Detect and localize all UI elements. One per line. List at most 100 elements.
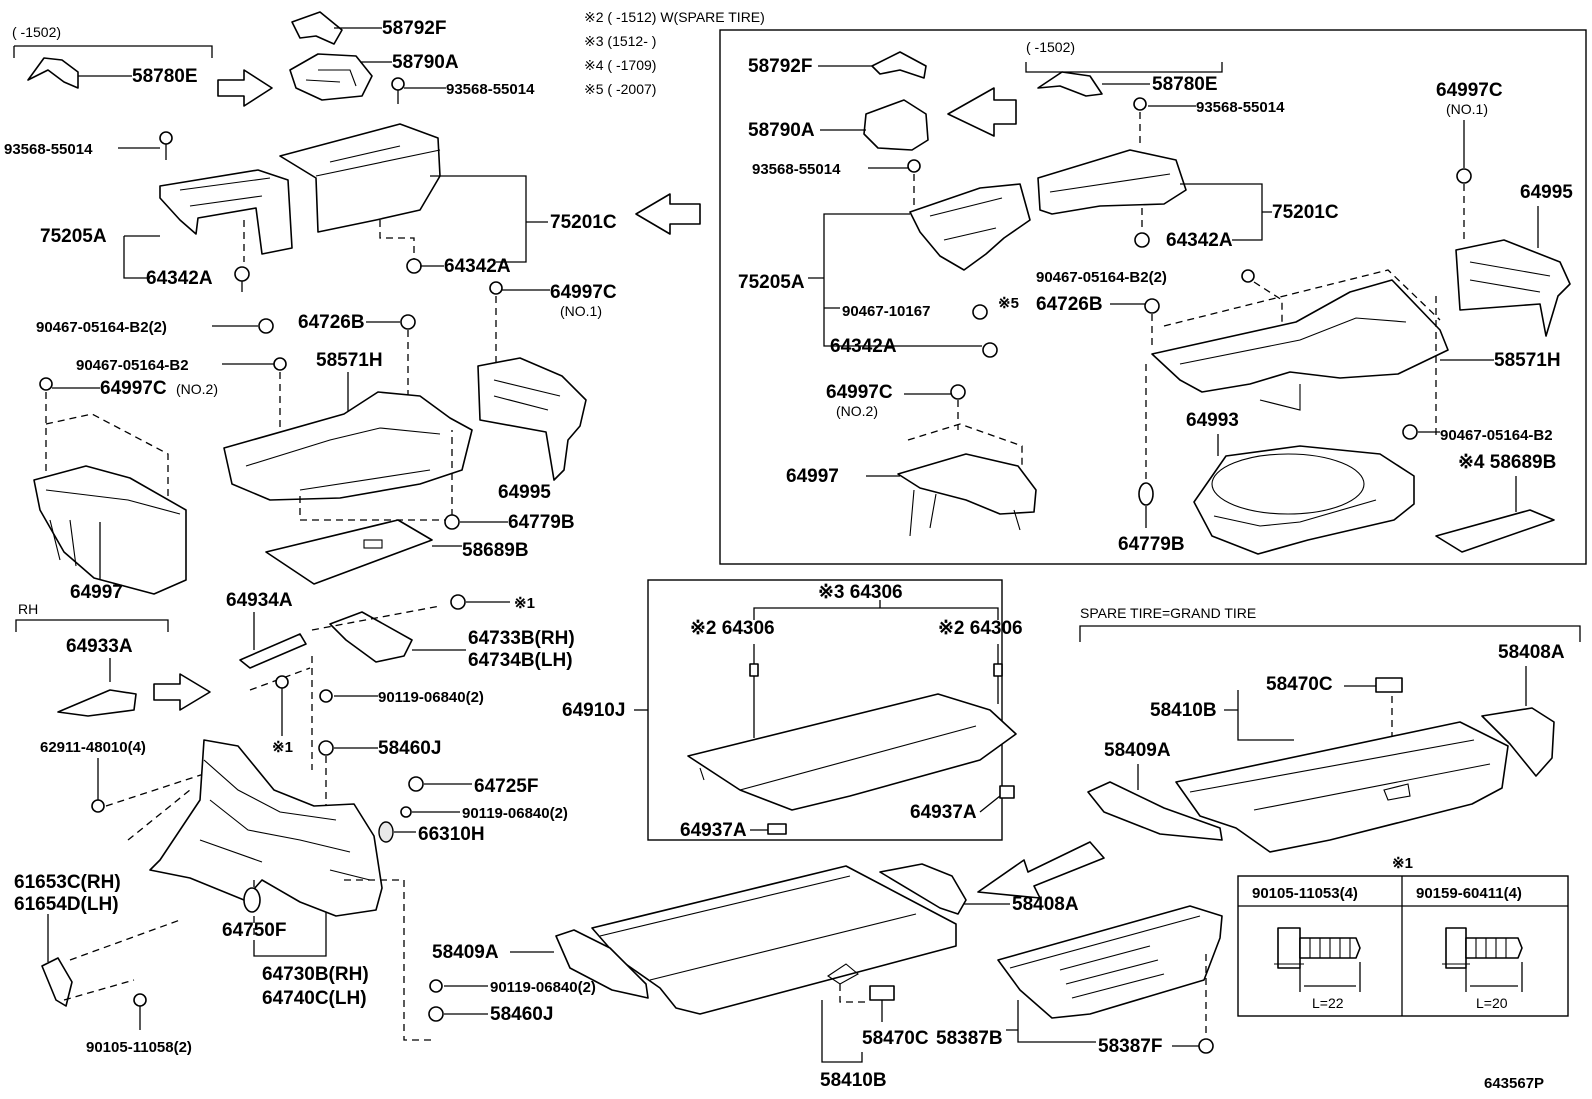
- clip-64937A-l: [767, 823, 787, 835]
- label-58790A: 58790A: [392, 52, 459, 73]
- part-75201C-r-detail: [1049, 173, 1171, 193]
- label-64779B: 64779B: [508, 512, 575, 533]
- screw-90467-10167: [972, 304, 988, 320]
- label-58410B-b: 58410B: [820, 1070, 887, 1091]
- dash-58460J-a: [311, 656, 327, 820]
- mark5: ※5: [998, 295, 1019, 312]
- label-64997-r: 64997: [786, 466, 839, 487]
- part-64993-shape: [1193, 445, 1415, 555]
- arrow-left-icon-2: [947, 87, 1017, 137]
- part-58410B-top-detail: [1189, 739, 1491, 811]
- label-58408A-mid: 58408A: [1012, 894, 1079, 915]
- bolt-90105-11058: [133, 993, 147, 1007]
- label-64993: 64993: [1186, 410, 1239, 431]
- part-75205A-r-shape: [909, 183, 1031, 271]
- bolt2-thread: [1475, 938, 1507, 958]
- leader-75201C-r: [1180, 183, 1272, 241]
- nut-90119-c: [429, 979, 443, 993]
- label-61653C: 61653C(RH): [14, 872, 121, 893]
- bolt2-label: 90159-60411(4): [1416, 885, 1522, 902]
- bolt-62911: [91, 799, 105, 813]
- part-64910J-shape: [687, 693, 1017, 811]
- label-93568-left: 93568-55014: [4, 141, 93, 158]
- label-62911: 62911-48010(4): [40, 739, 146, 756]
- clip-64937A-r: [999, 785, 1015, 799]
- label-64726B: 64726B: [298, 312, 365, 333]
- label-90467-b2: 90467-05164-B2: [76, 357, 189, 374]
- arrow-left-icon: [635, 193, 701, 235]
- top-left-cluster: ( -1502) 58780E 58792F 58790A 93568-5501…: [4, 11, 701, 292]
- part-64733B-shape: [329, 611, 413, 663]
- bolt-mark1-top: [450, 594, 466, 610]
- label-58571H: 58571H: [316, 350, 383, 371]
- bolt1-dim: [1299, 962, 1361, 992]
- label-64733B: 64733B(RH): [468, 628, 575, 649]
- part-64730B-detail: [199, 759, 371, 881]
- range-bracket-right: [1025, 62, 1223, 73]
- label-58460J-a: 58460J: [378, 738, 441, 759]
- part-64993-well: [1211, 453, 1365, 515]
- part-58689B-shape: [265, 519, 433, 585]
- part-64997-r-detail: [909, 489, 1021, 537]
- part-64730B-shape: [149, 739, 383, 917]
- clip-58460J-a: [318, 740, 334, 756]
- part-64995-r-detail: [1469, 261, 1551, 293]
- label-75201C: 75201C: [550, 212, 617, 233]
- part-64997-shape: [33, 465, 187, 595]
- tonneau-box: ※3 64306 ※2 64306 ※2 64306 64910J 64937A…: [562, 579, 1023, 841]
- part-58790A-shape: [289, 53, 373, 101]
- spare-tire-bracket: [1079, 625, 1581, 642]
- label-64997C-no1-r-sub: (NO.1): [1446, 101, 1488, 117]
- label-64995: 64995: [498, 482, 551, 503]
- screw-93568-r2: [907, 159, 921, 173]
- leader-64937A-r: [979, 795, 1001, 813]
- arrow-down-left-icon: [977, 841, 1105, 899]
- label-64910J: 64910J: [562, 700, 625, 721]
- part-64934A-shape: [239, 633, 307, 669]
- leader-58410B-top: [1224, 690, 1294, 741]
- label-58387F: 58387F: [1098, 1036, 1162, 1057]
- screw-90467-b2-r: [1402, 424, 1418, 440]
- clip-64779B: [444, 514, 460, 530]
- part-58571H-detail: [245, 427, 441, 491]
- label-64997C-no1: 64997C: [550, 282, 617, 303]
- part-64997-detail: [45, 489, 181, 567]
- part-58792F-shape: [291, 11, 343, 45]
- label-58409A-b: 58409A: [432, 942, 499, 963]
- screw-90467-b2-2: [258, 318, 274, 334]
- label-64997C-no2: 64997C: [100, 378, 167, 399]
- part-58571H-r-shape: [1151, 279, 1449, 393]
- part-58387B-detail: [1009, 915, 1201, 999]
- label-58780E: 58780E: [132, 66, 198, 87]
- label-64730B: 64730B(RH): [262, 964, 369, 985]
- part-64933A-shape: [57, 689, 137, 717]
- rh-note: RH: [18, 601, 38, 617]
- screw-93568-left: [159, 131, 173, 145]
- part-58689B-slot: [363, 539, 383, 549]
- dash-58571H-r: [1163, 269, 1441, 440]
- label-64933A: 64933A: [66, 636, 133, 657]
- mark1-left: ※1: [272, 739, 293, 756]
- part-58408A-top-shape: [1481, 707, 1555, 777]
- rh-bracket: [15, 619, 169, 632]
- label-61654D: 61654D(LH): [14, 894, 119, 915]
- label-58790A-r: 58790A: [748, 120, 815, 141]
- clip-58470C-b: [869, 985, 895, 1001]
- mark1-top: ※1: [514, 595, 535, 612]
- part-58571H-r-detail: [1179, 317, 1407, 411]
- mid-left-cluster: 64997C (NO.1) 90467-05164-B2(2) 64726B 9…: [33, 281, 617, 603]
- nut-90119-b: [400, 806, 412, 818]
- clip-64725F: [408, 776, 424, 792]
- dash-64997C-no2-r: [907, 400, 1023, 468]
- part-58790A-r-shape: [863, 99, 929, 151]
- part-75201C-detail: [315, 145, 441, 177]
- label-58460J-b: 58460J: [490, 1004, 553, 1025]
- clip-58470C-top: [1375, 677, 1403, 693]
- range-note-right: ( -1502): [1026, 39, 1075, 55]
- label-64997: 64997: [70, 582, 123, 603]
- leader-64730B: [253, 912, 327, 957]
- label-64725F: 64725F: [474, 776, 538, 797]
- bolt-mark1-left: [275, 675, 289, 689]
- arrow-right-icon-2: [153, 673, 211, 711]
- part-58387B-shape: [997, 905, 1223, 1019]
